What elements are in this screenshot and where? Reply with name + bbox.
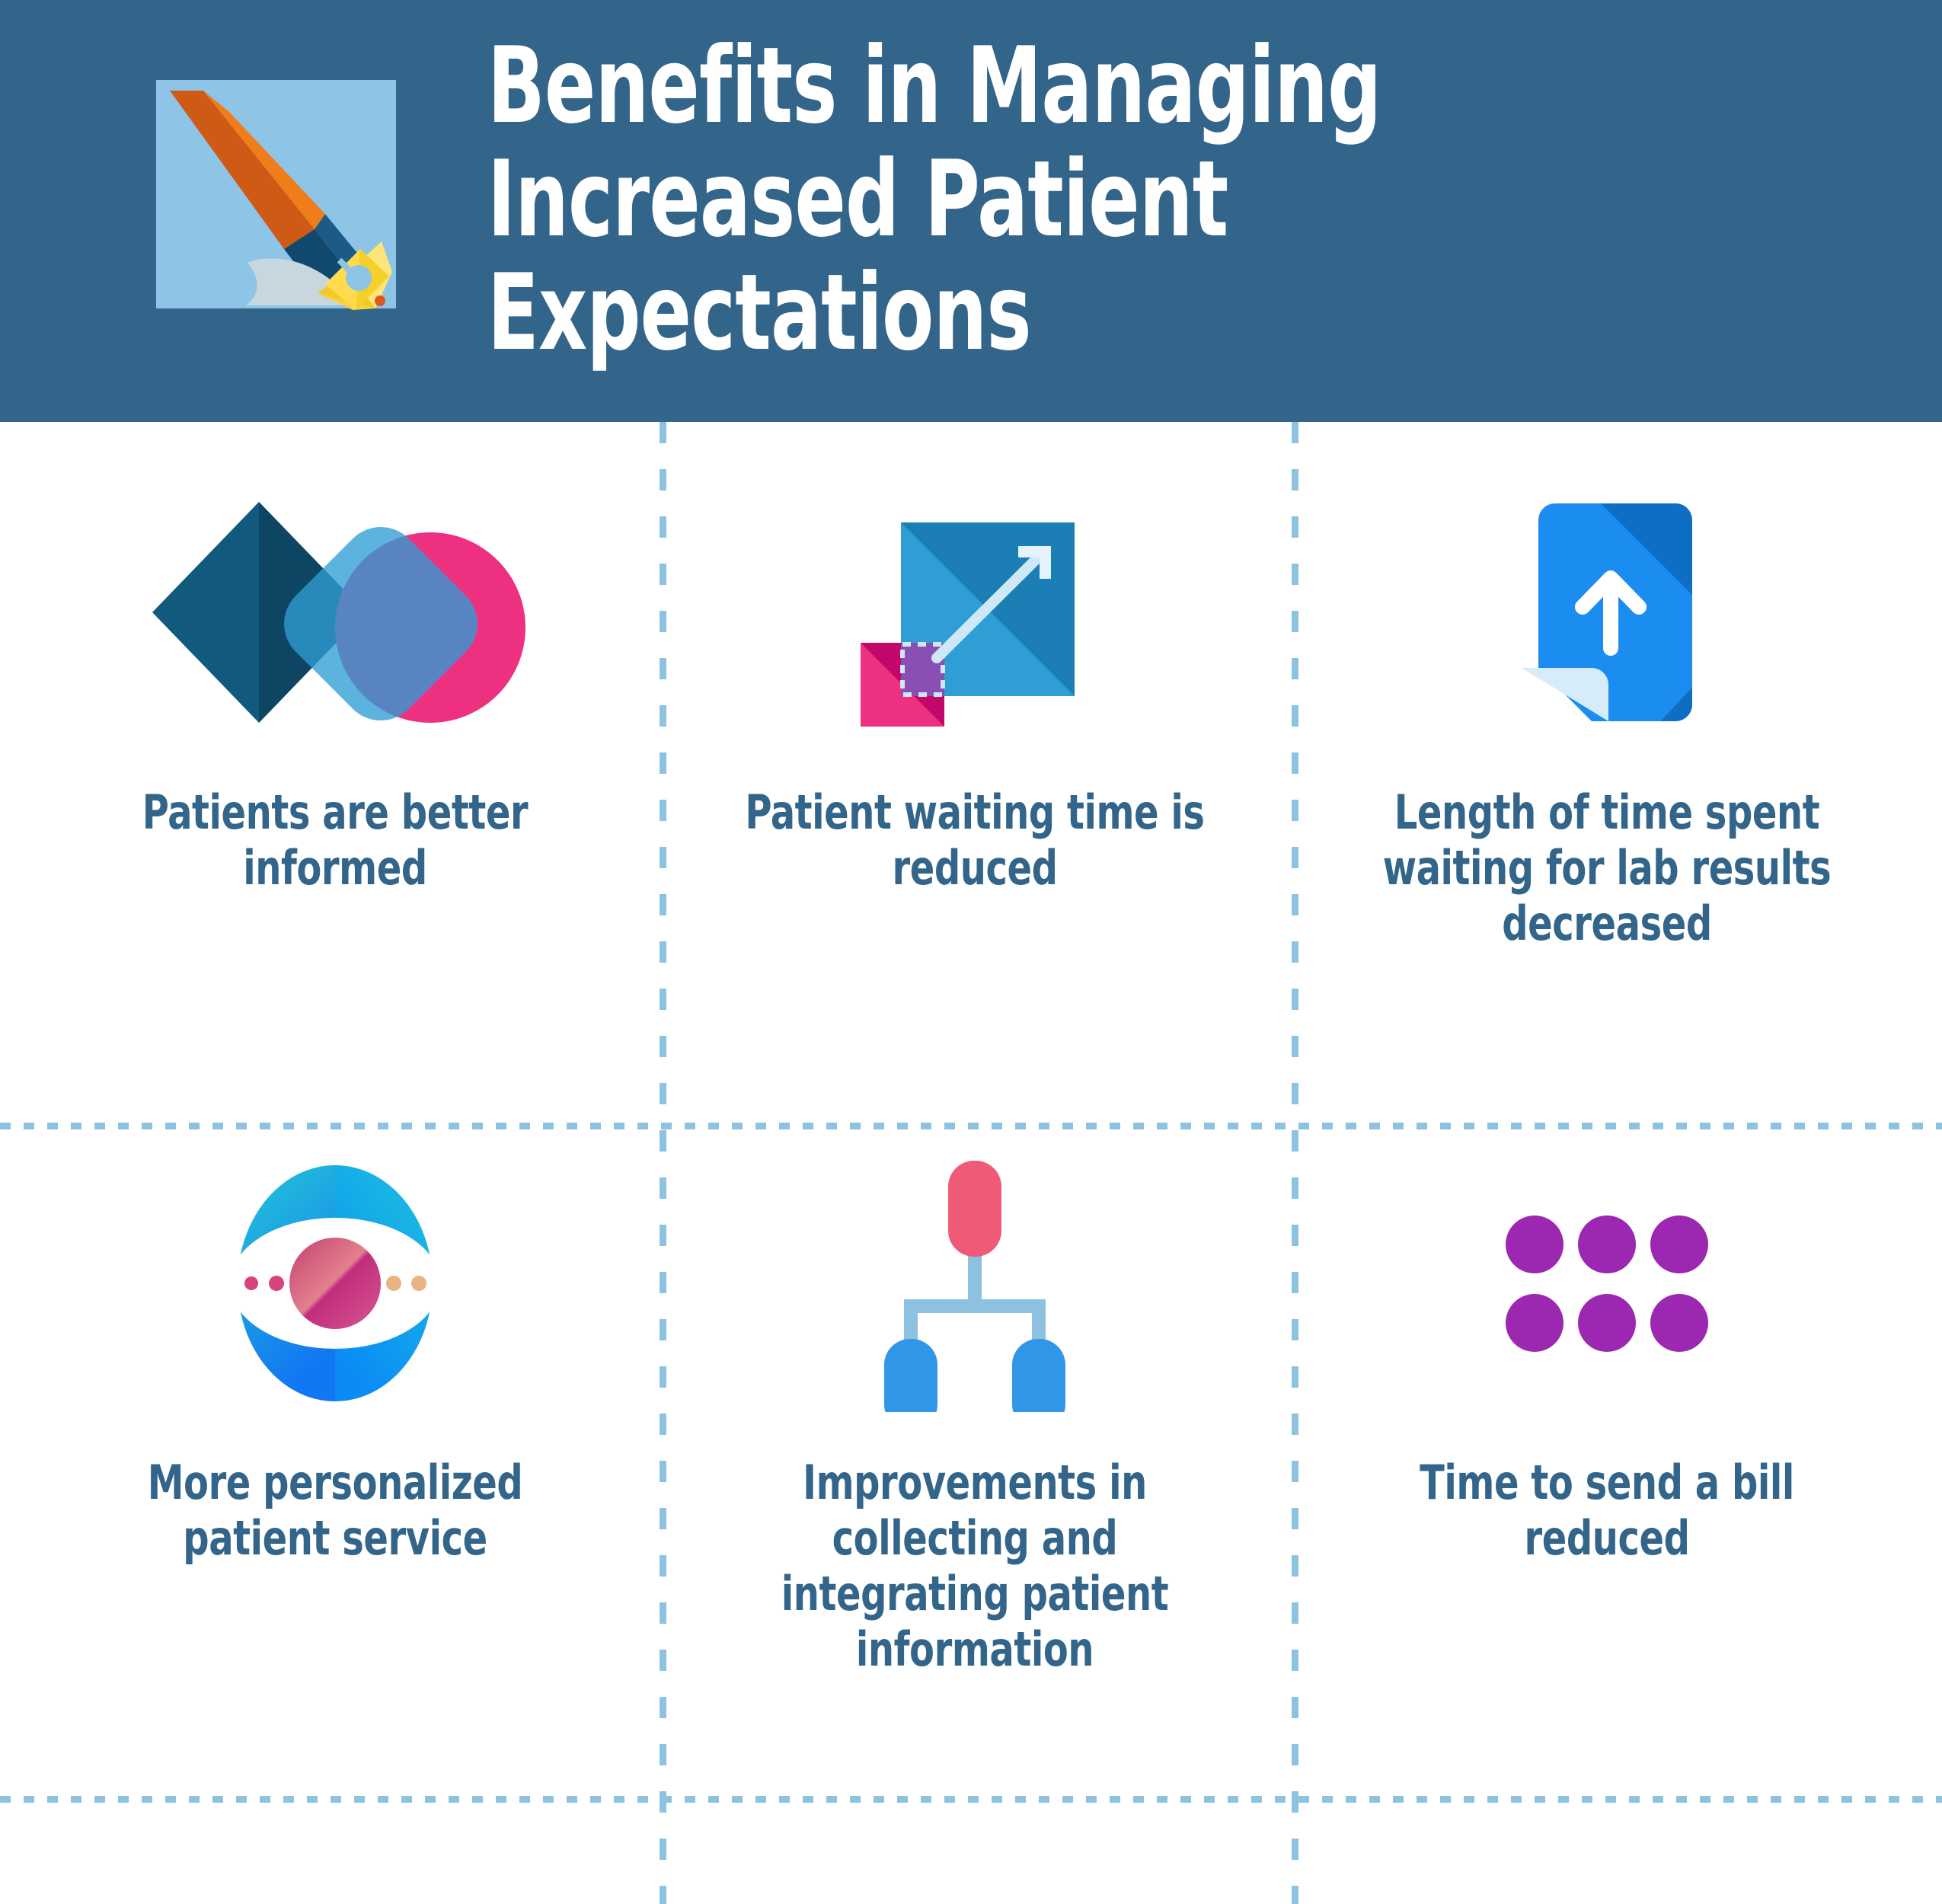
- benefit-caption: Patient waiting time is reduced: [745, 784, 1205, 896]
- fountain-pen-icon: [156, 72, 396, 316]
- eye-icon: [217, 1145, 453, 1420]
- hierarchy-tree-icon: [864, 1145, 1085, 1420]
- benefit-card-patients-better-informed: Patients are better informed: [46, 475, 624, 896]
- benefit-card-personalized-service: More personalized patient service: [46, 1145, 624, 1566]
- page-header: Benefits in Managing Increased Patient E…: [0, 0, 1942, 422]
- document-upload-arrow-icon: [1493, 475, 1721, 749]
- horizontal-divider-1: [0, 1123, 1942, 1129]
- benefit-card-lab-results-wait-decreased: Length of time spent waiting for lab res…: [1318, 475, 1896, 951]
- benefit-caption: Time to send a bill reduced: [1420, 1455, 1794, 1567]
- expand-arrow-square-icon: [838, 475, 1112, 749]
- benefit-caption: Patients are better informed: [142, 784, 529, 896]
- benefit-card-bill-time-reduced: Time to send a bill reduced: [1318, 1145, 1896, 1566]
- benefit-card-collecting-integrating-info: Improvements in collecting and integrati…: [685, 1145, 1264, 1678]
- overlapping-diamonds-circle-icon: [137, 475, 533, 749]
- benefit-caption: More personalized patient service: [147, 1455, 523, 1567]
- benefit-caption: Improvements in collecting and integrati…: [781, 1455, 1169, 1678]
- benefits-grid: Patients are better informed Patient wai…: [0, 422, 1942, 1904]
- six-dots-grid-icon: [1493, 1145, 1721, 1420]
- benefit-card-waiting-time-reduced: Patient waiting time is reduced: [685, 475, 1264, 896]
- page-title: Benefits in Managing Increased Patient E…: [487, 24, 1381, 375]
- benefit-caption: Length of time spent waiting for lab res…: [1382, 784, 1832, 952]
- horizontal-divider-2: [0, 1796, 1942, 1803]
- vertical-divider-1: [660, 422, 666, 1904]
- vertical-divider-2: [1292, 422, 1298, 1904]
